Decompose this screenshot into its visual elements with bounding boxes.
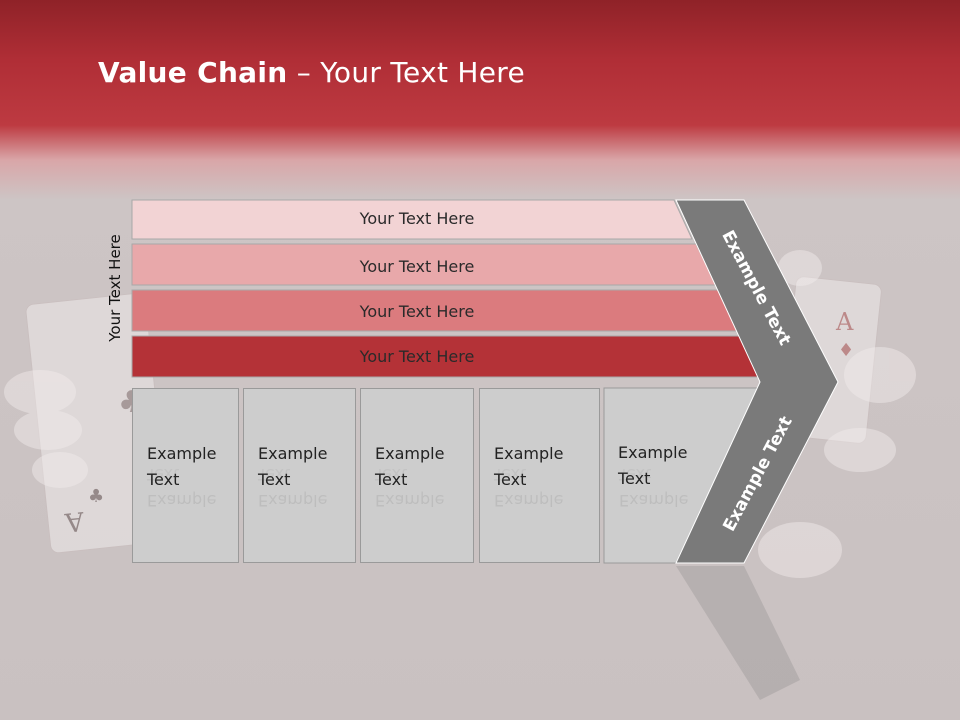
svg-text:♦: ♦ — [838, 340, 854, 361]
slide-title-bold: Value Chain — [98, 56, 288, 89]
band-2-label: Your Text Here — [359, 257, 475, 276]
column-5-label: Example Text — [618, 443, 688, 488]
column-2[interactable]: Example Text — [243, 388, 356, 563]
column-2-label: Example Text — [258, 444, 328, 489]
band-1-shape[interactable] — [131, 199, 693, 240]
column-3-label: Example Text — [375, 444, 445, 489]
column-1-label: Example Text — [147, 444, 217, 489]
svg-text:A: A — [835, 308, 854, 336]
band-1-label: Your Text Here — [359, 209, 475, 228]
left-hand-glove — [4, 370, 88, 488]
column-4-label: Example Text — [494, 444, 564, 489]
slide-title-rest: – Your Text Here — [287, 56, 526, 89]
column-1[interactable]: Example Text — [132, 388, 239, 563]
svg-text:A: A — [62, 505, 86, 537]
chevron-reflection — [676, 566, 800, 700]
slide-title: Value Chain – Your Text Here — [98, 56, 525, 89]
chevron-arrow-shape[interactable] — [675, 199, 839, 564]
column-4[interactable]: Example Text — [479, 388, 600, 563]
column-3[interactable]: Example Text — [360, 388, 474, 563]
band-4-label: Your Text Here — [359, 347, 475, 366]
right-hand-glove — [758, 250, 916, 578]
svg-text:♣: ♣ — [88, 486, 104, 507]
column-5[interactable]: Example Text — [604, 388, 714, 563]
band-3-label: Your Text Here — [359, 302, 475, 321]
